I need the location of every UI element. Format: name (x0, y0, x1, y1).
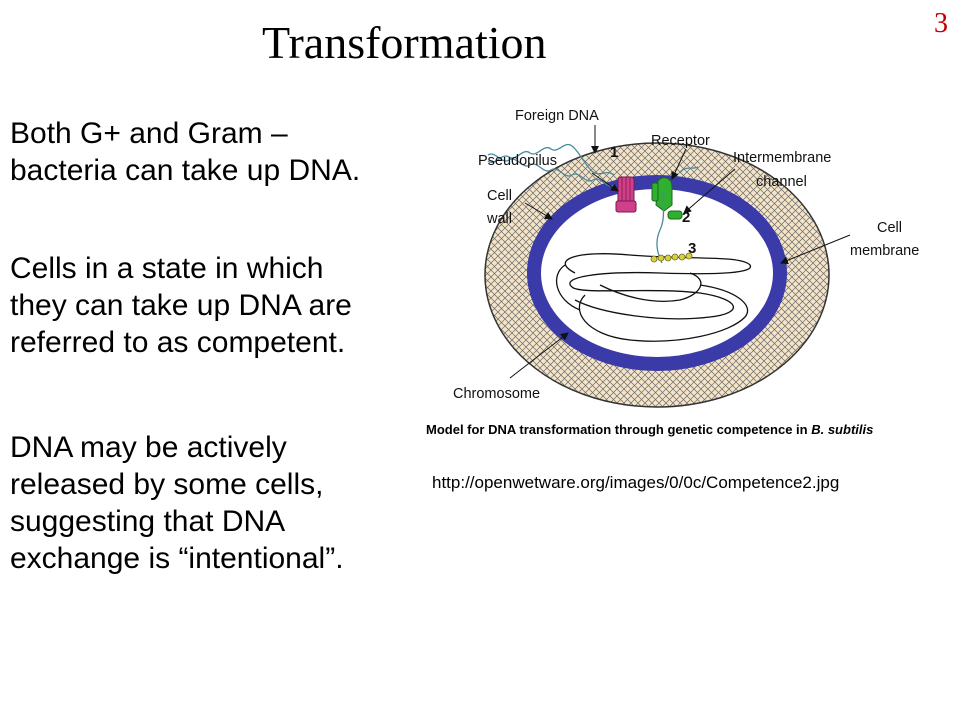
source-url[interactable]: http://openwetware.org/images/0/0c/Compe… (432, 473, 840, 492)
text-line: Cells in a state in which (10, 252, 324, 285)
step-2: 2 (682, 209, 690, 226)
text-line: suggesting that DNA (10, 505, 286, 538)
arrow-cell-wall (524, 202, 553, 220)
text-line: referred to as competent. (10, 326, 346, 359)
label-foreign-dna: Foreign DNA (515, 108, 599, 124)
text-line: they can take up DNA are (10, 289, 352, 322)
label-intermembrane: Intermembrane (733, 150, 831, 166)
caption-text: Model for DNA transformation through gen… (426, 422, 812, 437)
dna-strand (679, 166, 699, 174)
label-receptor: Receptor (651, 133, 710, 149)
text-line: exchange is “intentional”. (10, 542, 344, 575)
text-line: bacteria can take up DNA. (10, 154, 361, 187)
caption-species: B. subtilis (811, 422, 874, 437)
step-1: 1 (610, 144, 618, 161)
text-line: released by some cells, (10, 468, 324, 501)
paragraph-competent: Cells in a state in which they can take … (10, 250, 352, 361)
diagram-caption: Model for DNA transformation through gen… (426, 422, 873, 437)
label-channel: channel (756, 174, 807, 190)
arrow-receptor (671, 148, 687, 180)
label-cell-wall: Cell (487, 188, 512, 204)
label-pseudopilus: Pseudopilus (478, 153, 557, 169)
label-cell-membrane: membrane (850, 243, 919, 259)
text-line: Both G+ and Gram – (10, 117, 288, 150)
label-cell-wall: wall (486, 211, 512, 227)
label-chromosome: Chromosome (453, 386, 540, 402)
pseudopilus-icon (615, 176, 637, 213)
dna-bead-strand (650, 252, 693, 263)
dna-strand (656, 190, 665, 264)
arrow-chromosome (509, 332, 569, 379)
text-line: DNA may be actively (10, 431, 287, 464)
arrow-pseudopilus (591, 172, 619, 192)
paragraph-release: DNA may be actively released by some cel… (10, 429, 344, 577)
step-3: 3 (688, 240, 696, 257)
arrow-cell-membrane (780, 234, 851, 265)
slide-title: Transformation (262, 17, 547, 68)
competence-diagram: Foreign DNA Receptor Pseudopilus Interme… (453, 108, 919, 408)
slide-number: 3 (934, 8, 948, 39)
paragraph-gram: Both G+ and Gram – bacteria can take up … (10, 115, 360, 189)
label-cell-membrane: Cell (877, 220, 902, 236)
foreign-dna (487, 143, 615, 187)
arrow-intermembrane (683, 168, 736, 214)
